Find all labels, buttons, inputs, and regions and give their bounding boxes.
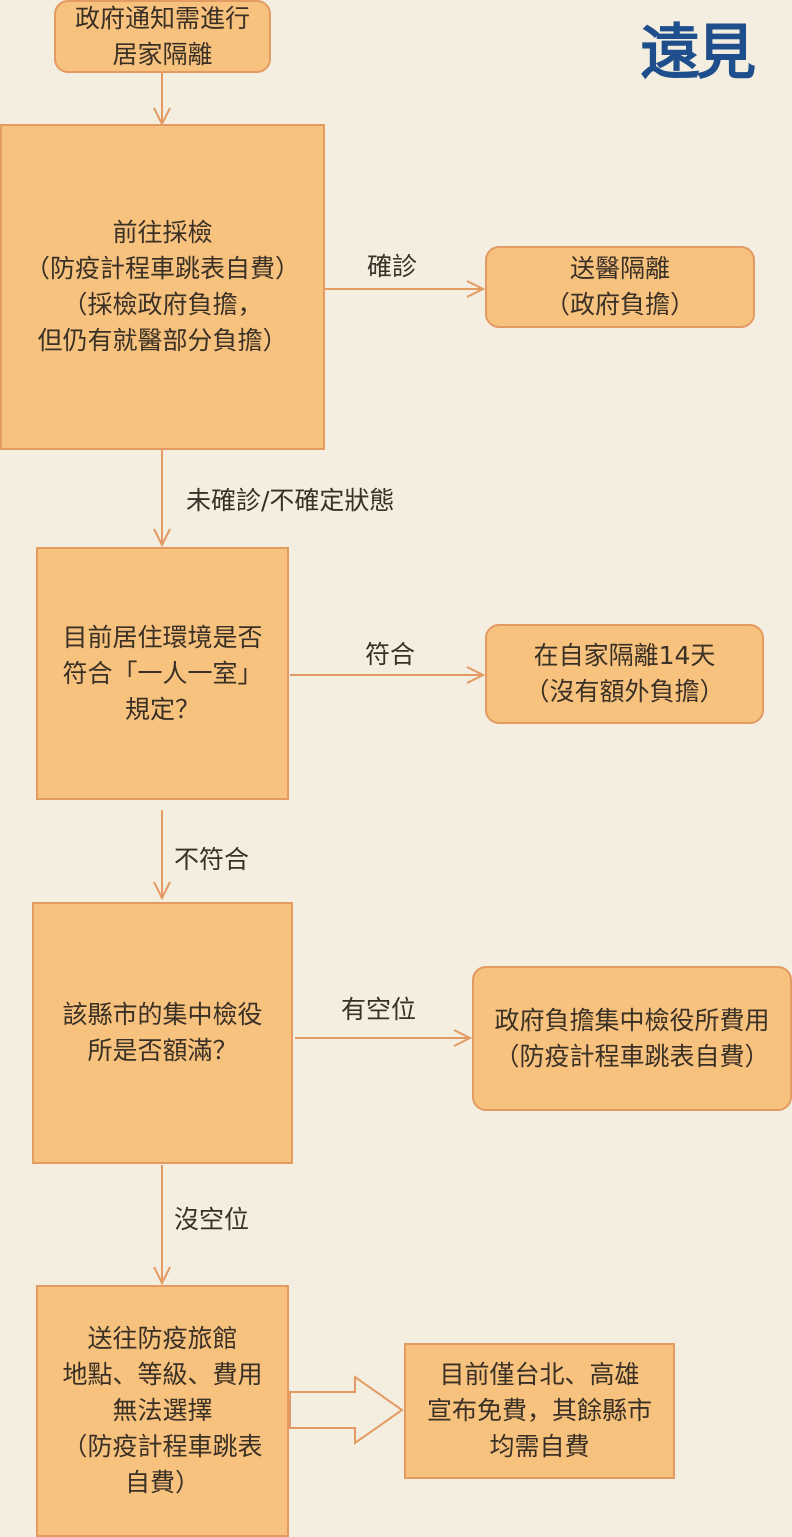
node-go-for-test: 前往採檢 （防疫計程車跳表自費） （採檢政府負擔， 但仍有就醫部分負擔） [0,124,325,450]
node-free-cities-note: 目前僅台北、高雄 宣布免費，其餘縣市 均需自費 [404,1343,675,1479]
edge-label-confirmed: 確診 [367,252,418,281]
node-home-quarantine: 在自家隔離14天 （沒有額外負擔） [485,624,764,724]
node-hospital-isolation: 送醫隔離 （政府負擔） [485,246,755,328]
node-home-quarantine-text: 在自家隔離14天 （沒有額外負擔） [524,641,725,706]
node-quarantine-center-check: 該縣市的集中檢役 所是否額滿？ [32,902,293,1164]
node-quarantine-hotel: 送往防疫旅館 地點、等級、費用 無法選擇 （防疫計程車跳表 自費） [36,1285,289,1537]
node-home-environment-check: 目前居住環境是否 符合「一人一室」 規定？ [36,547,289,800]
node-government-notice-text: 政府通知需進行 居家隔離 [74,3,250,69]
edge-label-not-confirmed: 未確診/不確定狀態 [186,486,395,515]
block-arrow-hotel-to-note [289,1375,404,1445]
edge-label-meets: 符合 [365,640,416,669]
node-home-environment-check-text: 目前居住環境是否 符合「一人一室」 規定？ [62,622,263,724]
node-center-government-paid: 政府負擔集中檢役所費用 （防疫計程車跳表自費） [472,966,792,1111]
edge-label-vacancy: 有空位 [341,995,417,1024]
node-go-for-test-text: 前往採檢 （防疫計程車跳表自費） （採檢政府負擔， 但仍有就醫部分負擔） [24,218,300,355]
edge-label-no-vacancy: 沒空位 [174,1205,250,1234]
node-quarantine-hotel-text: 送往防疫旅館 地點、等級、費用 無法選擇 （防疫計程車跳表 自費） [62,1324,263,1497]
edge-label-not-meets: 不符合 [174,845,250,874]
node-hospital-isolation-text: 送醫隔離 （政府負擔） [544,254,695,319]
node-quarantine-center-check-text: 該縣市的集中檢役 所是否額滿？ [62,1000,263,1065]
brand-logo: 遠見 [640,18,756,88]
node-center-government-paid-text: 政府負擔集中檢役所費用 （防疫計程車跳表自費） [494,1005,770,1071]
node-free-cities-note-text: 目前僅台北、高雄 宣布免費，其餘縣市 均需自費 [426,1360,652,1461]
node-government-notice: 政府通知需進行 居家隔離 [54,0,271,73]
